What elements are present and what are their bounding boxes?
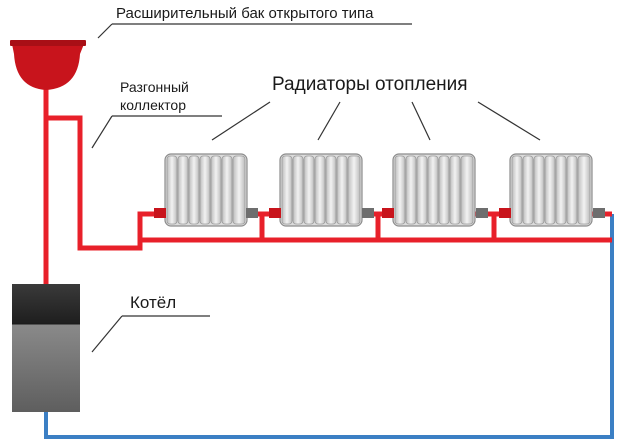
riser-leader-line: [91, 115, 113, 149]
radiator-group: [154, 153, 605, 227]
radiator-3-valve-right: [476, 208, 488, 218]
expansion-tank-label: Расширительный бак открытого типа: [116, 5, 374, 22]
radiator-1-valve-left: [154, 208, 166, 218]
radiator-4: [499, 153, 605, 227]
boiler-label: Котёл: [130, 293, 176, 312]
boiler-leader-line: [91, 315, 123, 353]
radiator-4-valve-left: [499, 208, 511, 218]
radiator-3-valve-left: [382, 208, 394, 218]
radiators-leader-2: [317, 101, 341, 141]
return-pipe: [44, 214, 614, 439]
riser-label-line2: коллектор: [120, 97, 186, 113]
radiator-4-valve-right: [593, 208, 605, 218]
radiator-2: [269, 153, 374, 227]
radiators-label: Радиаторы отопления: [272, 74, 468, 95]
leader-lines: [91, 23, 541, 353]
radiators-leader-1: [211, 101, 271, 141]
expansion-tank: [10, 40, 86, 90]
radiator-2-valve-right: [362, 208, 374, 218]
boiler: [12, 284, 80, 412]
radiator-1-valve-right: [246, 208, 258, 218]
radiator-2-valve-left: [269, 208, 281, 218]
radiator-3: [382, 153, 488, 227]
riser-label-line1: Разгонный: [120, 79, 189, 95]
tank-leader-line: [97, 23, 113, 39]
radiators-leader-3: [411, 101, 431, 141]
radiator-1: [154, 153, 258, 227]
radiators-leader-4: [477, 101, 541, 141]
